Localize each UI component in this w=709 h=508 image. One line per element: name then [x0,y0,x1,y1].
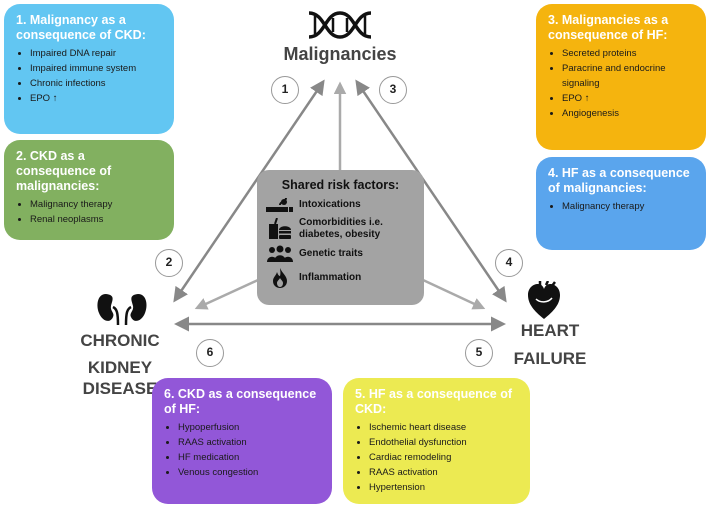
box-list: Hypoperfusion RAAS activation HF medicat… [164,420,322,480]
number-circle-3: 3 [379,76,407,104]
box-ckd-from-hf: 6. CKD as a consequence of HF: Hypoperfu… [152,378,332,504]
heart-icon [528,281,560,319]
box-list: Impaired DNA repair Impaired immune syst… [16,46,164,106]
box-title: 1. Malignancy as a consequence of CKD: [16,13,146,42]
shared-risk-factors-box: Shared risk factors: Intoxications Comor… [257,170,424,305]
kidneys-icon [97,294,147,326]
fast-food-icon [265,218,295,240]
list-item: EPO ↑ [562,91,696,106]
dna-icon [308,11,372,39]
box-list: Secreted proteins Paracrine and endocrin… [548,46,696,121]
people-icon [265,245,295,263]
node-ckd: CHRONIC KIDNEY DISEASE [50,330,190,399]
box-ckd-from-malignancies: 2. CKD as a consequence of malignancies:… [4,140,174,240]
risk-item-intoxications: Intoxications [265,197,416,213]
list-item: Paracrine and endocrine signaling [562,61,696,91]
box-malignancy-from-ckd: 1. Malignancy as a consequence of CKD: I… [4,4,174,134]
number-circle-2: 2 [155,249,183,277]
list-item: Endothelial dysfunction [369,435,520,450]
box-list: Malignancy therapy [548,199,696,214]
list-item: Impaired DNA repair [30,46,164,61]
box-title: 3. Malignancies as a consequence of HF: [548,13,669,42]
number-circle-6: 6 [196,339,224,367]
risk-item-label: Intoxications [299,199,361,210]
risk-item-inflammation: Inflammation [265,267,416,289]
list-item: HF medication [178,450,322,465]
list-item: Hypertension [369,480,520,495]
arrow-ckd-malignancies [173,79,325,303]
node-hf-line1: HEART [520,321,580,340]
node-ckd-line1: CHRONIC [80,331,160,350]
number-circle-4: 4 [495,249,523,277]
risk-item-label: Comorbidities i.e. diabetes, obesity [299,217,383,240]
list-item: RAAS activation [369,465,520,480]
arrow-risk-ckd [194,278,259,310]
list-item: Impaired immune system [30,61,164,76]
node-hf-line2: FAILURE [513,349,587,368]
risk-item-label: Inflammation [299,272,362,283]
node-hf: HEART FAILURE [495,320,605,369]
box-title: 6. CKD as a consequence of HF: [164,387,317,416]
list-item: Angiogenesis [562,106,696,121]
box-malignancies-from-hf: 3. Malignancies as a consequence of HF: … [536,4,706,150]
risk-item-genetic: Genetic traits [265,245,416,263]
list-item: Malignancy therapy [562,199,696,214]
box-title: 4. HF as a consequence of malignancies: [548,166,690,195]
list-item: Chronic infections [30,76,164,91]
node-malignancies: Malignancies [283,44,397,64]
arrow-hf-malignancies [355,79,507,303]
list-item: EPO ↑ [30,91,164,106]
box-list: Malignancy therapy Renal neoplasms [16,197,164,227]
flame-icon [265,267,295,289]
number-circle-5: 5 [465,339,493,367]
list-item: Renal neoplasms [30,212,164,227]
box-list: Ischemic heart disease Endothelial dysfu… [355,420,520,495]
arrow-risk-hf [422,278,486,310]
number-circle-1: 1 [271,76,299,104]
box-hf-from-malignancies: 4. HF as a consequence of malignancies: … [536,157,706,250]
list-item: Secreted proteins [562,46,696,61]
box-title: 5. HF as a consequence of CKD: [355,387,512,416]
list-item: Malignancy therapy [30,197,164,212]
list-item: Cardiac remodeling [369,450,520,465]
list-item: Venous congestion [178,465,322,480]
list-item: RAAS activation [178,435,322,450]
node-ckd-line2: KIDNEY DISEASE [82,358,158,398]
list-item: Hypoperfusion [178,420,322,435]
box-title: 2. CKD as a consequence of malignancies: [16,149,112,193]
risk-item-label: Genetic traits [299,248,363,259]
list-item: Ischemic heart disease [369,420,520,435]
box-hf-from-ckd: 5. HF as a consequence of CKD: Ischemic … [343,378,530,504]
risk-item-comorbidities: Comorbidities i.e. diabetes, obesity [265,217,416,241]
smoking-icon [265,197,295,213]
risk-title: Shared risk factors: [281,178,400,192]
